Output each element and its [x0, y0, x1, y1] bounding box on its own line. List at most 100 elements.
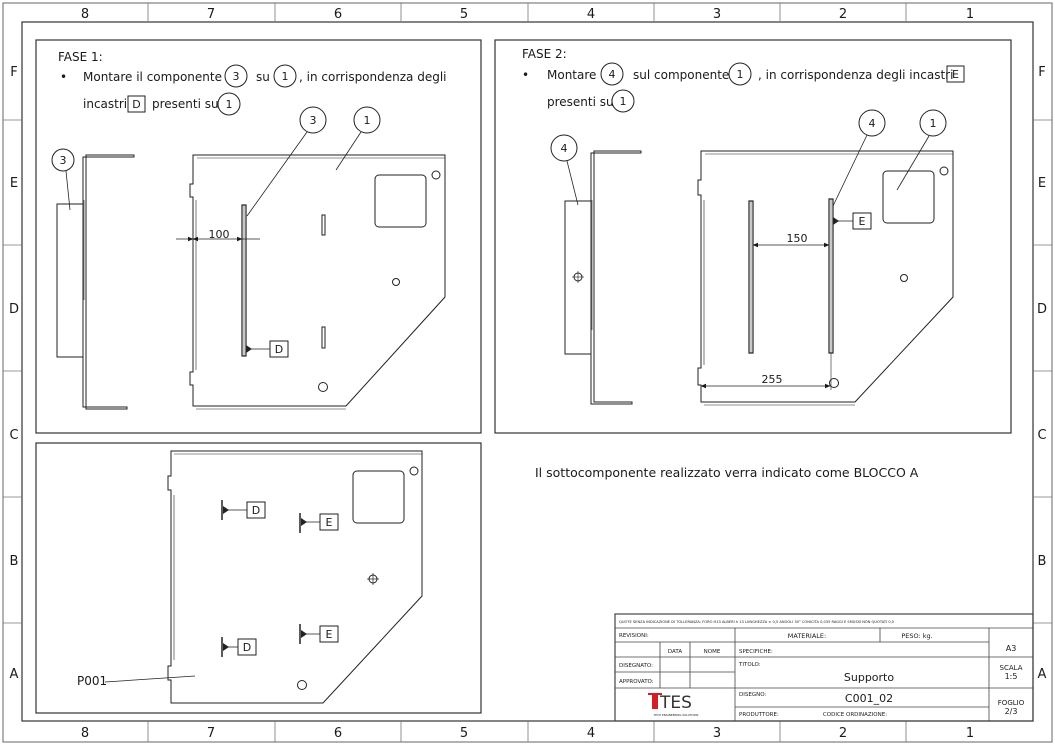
- zone-row-label: C: [1037, 428, 1046, 443]
- sheet-format: A3: [1006, 644, 1017, 653]
- zone-col-label: 5: [460, 7, 468, 22]
- zone-row-label: B: [1038, 554, 1047, 569]
- phase2-heading: FASE 2:: [522, 47, 567, 61]
- zone-col-label: 3: [713, 726, 721, 741]
- logo-text: TES: [659, 693, 692, 713]
- dimension-label: 100: [209, 228, 230, 241]
- balloon-label: 1: [282, 70, 289, 83]
- balloon-label: 3: [60, 154, 67, 167]
- balloon-label: 3: [310, 114, 317, 127]
- zone-ticks: [3, 3, 1052, 742]
- zone-row-label: A: [10, 667, 19, 682]
- phase2-line1-prefix: Montare: [547, 68, 596, 82]
- bullet: •: [522, 68, 529, 82]
- notch-box-label: D: [243, 641, 251, 654]
- balloon-label: 1: [930, 117, 937, 130]
- phase1-line1-mid: su: [256, 70, 270, 84]
- disegnato-label: DISEGNATO:: [619, 663, 653, 669]
- notch-box-label: E: [952, 68, 959, 81]
- nome-header: NOME: [704, 649, 721, 655]
- company-logo: TES TECH ENGINEERING SOLUTIONS: [648, 693, 699, 717]
- balloon-label: 4: [561, 142, 568, 155]
- phase1-line1-prefix: Montare il componente: [83, 70, 222, 84]
- bullet: •: [60, 70, 67, 84]
- zone-row-label: E: [10, 176, 18, 191]
- specifiche-label: SPECIFICHE:: [739, 649, 773, 655]
- foglio-value: 2/3: [1005, 707, 1018, 716]
- notch-box-label: E: [859, 215, 866, 228]
- part-label: P001: [77, 674, 107, 688]
- scala-label: SCALA: [1000, 664, 1023, 672]
- notch-box-label: E: [326, 516, 333, 529]
- notch-box-label: D: [132, 98, 140, 111]
- zone-col-label: 4: [587, 726, 595, 741]
- approvato-label: APPROVATO:: [619, 679, 654, 685]
- zone-col-label: 1: [966, 7, 974, 22]
- plate-front-view: [189, 154, 446, 410]
- drawing-number: C001_02: [845, 692, 893, 705]
- notch-box-label: E: [326, 628, 333, 641]
- zone-row-label: D: [1037, 302, 1047, 317]
- drawing-title: Supporto: [844, 671, 894, 684]
- zone-row-label: F: [10, 65, 17, 80]
- produttore-label: PRODUTTORE:: [739, 712, 779, 718]
- part3-side-view: [56, 154, 135, 410]
- materiale-label: MATERIALE:: [788, 632, 826, 640]
- phase1-heading: FASE 1:: [58, 50, 103, 64]
- sub-assembly-note: Il sottocomponente realizzato verra indi…: [535, 465, 919, 480]
- zone-col-label: 7: [207, 726, 215, 741]
- zone-col-label: 2: [839, 7, 847, 22]
- zone-col-label: 6: [334, 726, 342, 741]
- phase1-panel: FASE 1: • Montare il componente 3 su 1 ,…: [35, 39, 482, 434]
- zone-col-label: 3: [713, 7, 721, 22]
- dimension-label: 150: [787, 232, 808, 245]
- balloon-label: 4: [609, 68, 616, 81]
- zone-col-label: 5: [460, 726, 468, 741]
- balloon-label: 1: [620, 95, 627, 108]
- phase2-line1-suffix: , in corrispondenza degli incastri: [758, 68, 953, 82]
- notch-box-label: D: [252, 504, 260, 517]
- balloon-label: 3: [233, 70, 240, 83]
- tolerance-note: QUOTE SENZA INDICAZIONE DI TOLLERANZA: F…: [619, 620, 894, 624]
- logo-tagline: TECH ENGINEERING SOLUTIONS: [653, 713, 699, 717]
- notch-box-label: D: [275, 343, 283, 356]
- scala-value: 1:5: [1005, 672, 1018, 681]
- zone-row-label: B: [10, 554, 19, 569]
- title-block: QUOTE SENZA INDICAZIONE DI TOLLERANZA: F…: [614, 613, 1034, 722]
- zone-col-label: 1: [966, 726, 974, 741]
- zone-col-label: 8: [81, 726, 89, 741]
- zone-row-label: F: [1038, 65, 1045, 80]
- plate-front-view: [697, 150, 954, 406]
- titolo-label: TITOLO:: [738, 662, 761, 668]
- zone-row-label: A: [1038, 667, 1047, 682]
- assembly-panel: D E D E P001: [35, 442, 482, 714]
- balloon-label: 4: [869, 117, 876, 130]
- phase1-line2-mid: presenti su: [152, 97, 219, 111]
- dimension-label: 255: [762, 373, 783, 386]
- phase1-line2-prefix: incastri: [83, 97, 127, 111]
- codice-label: CODICE ORDINAZIONE:: [823, 712, 887, 718]
- zone-row-label: E: [1038, 176, 1046, 191]
- revisioni-label: REVISIONI:: [619, 633, 649, 639]
- zone-col-label: 2: [839, 726, 847, 741]
- phase2-line2-prefix: presenti su: [547, 95, 614, 109]
- plate-assembly-view: [167, 450, 423, 704]
- zone-col-label: 6: [334, 7, 342, 22]
- balloon-label: 1: [737, 68, 744, 81]
- part4-side-view: [564, 150, 642, 405]
- data-header: DATA: [668, 649, 682, 655]
- zone-col-label: 7: [207, 7, 215, 22]
- zone-col-label: 4: [587, 7, 595, 22]
- zone-row-label: C: [9, 428, 18, 443]
- balloon-label: 1: [226, 98, 233, 111]
- disegno-label: DISEGNO:: [739, 692, 766, 698]
- zone-row-label: D: [9, 302, 19, 317]
- zone-col-label: 8: [81, 7, 89, 22]
- phase1-line1-suffix: , in corrispondenza degli: [299, 70, 447, 84]
- phase2-line1-mid: sul componente: [633, 68, 729, 82]
- foglio-label: FOGLIO: [998, 699, 1025, 707]
- balloon-label: 1: [364, 114, 371, 127]
- peso-label: PESO: kg.: [901, 632, 932, 640]
